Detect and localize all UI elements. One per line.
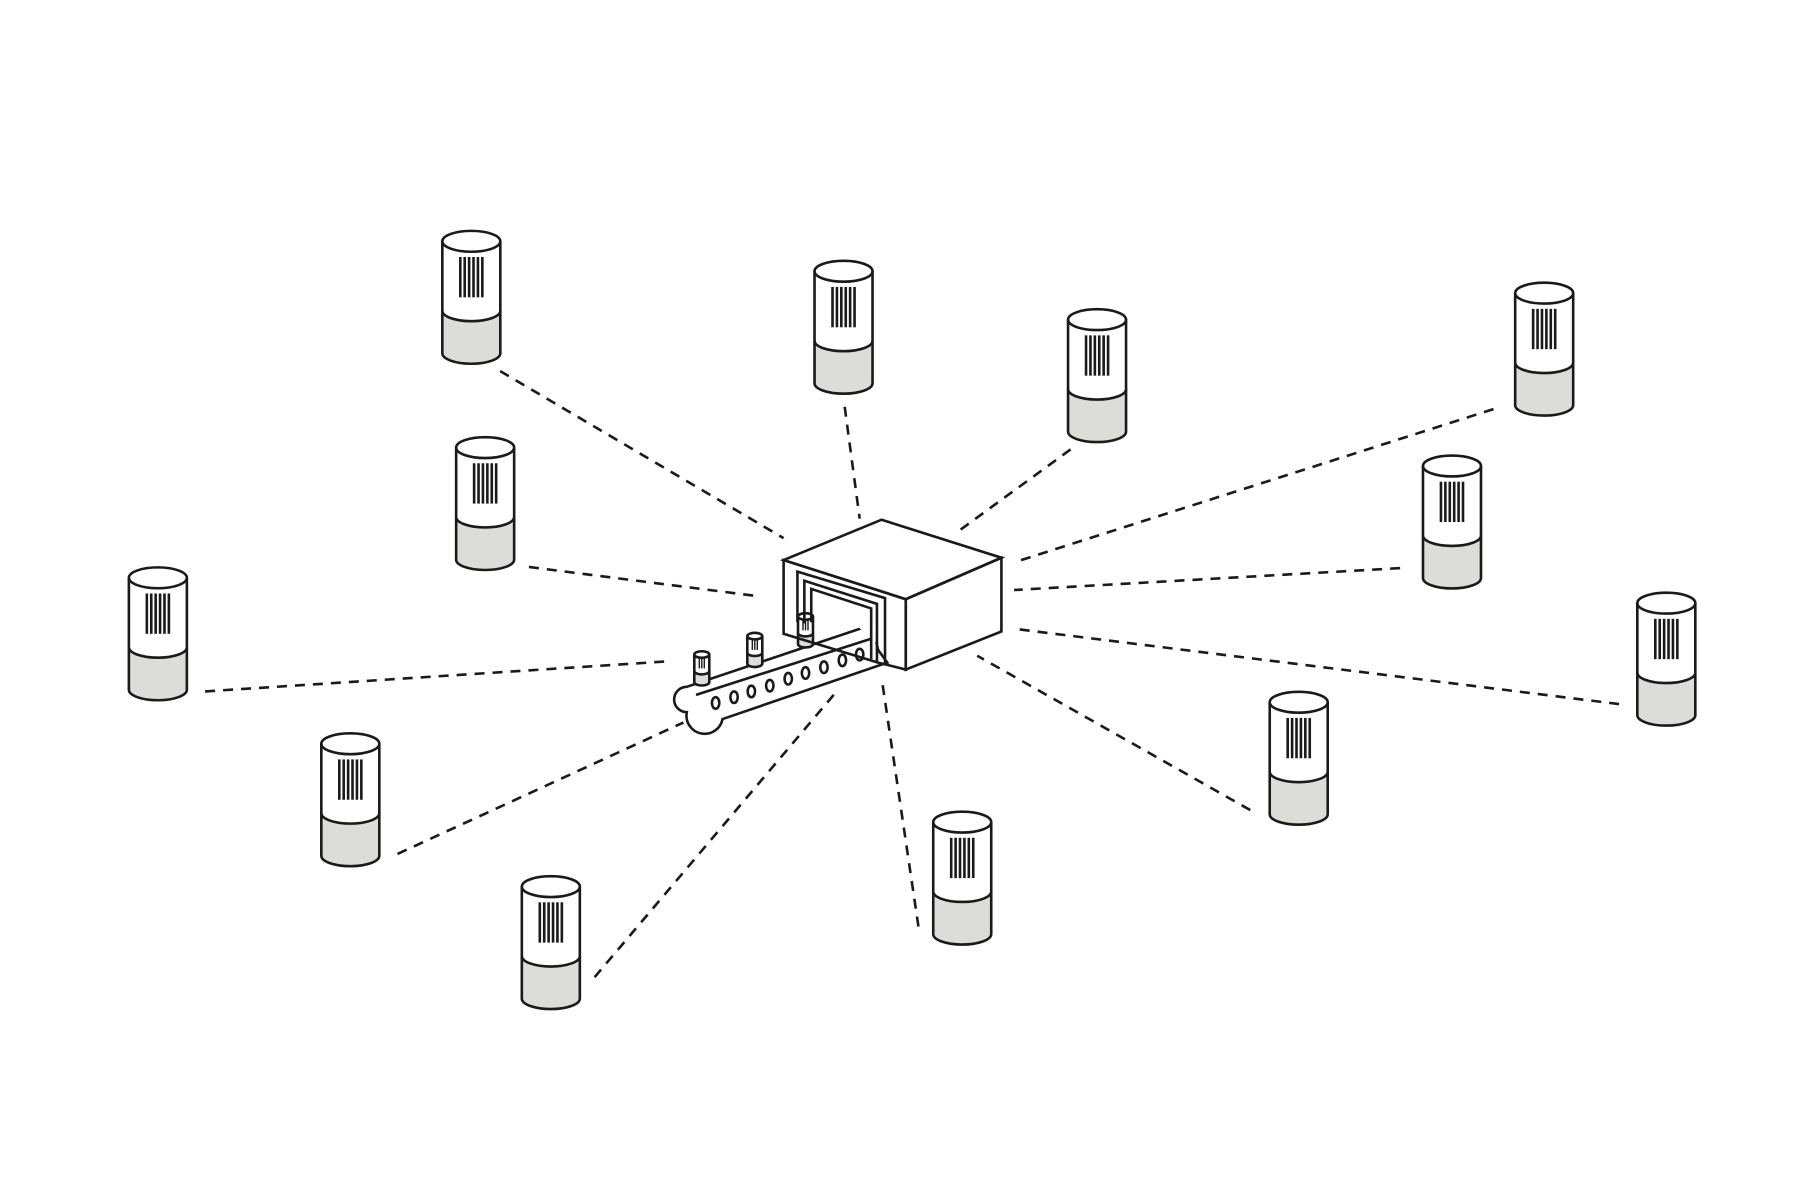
- container-node-7: [127, 566, 189, 702]
- roller-6: [800, 665, 811, 681]
- conveyor-item-2: [746, 631, 764, 669]
- roller-3: [746, 684, 757, 699]
- barcode-icon: [458, 256, 484, 298]
- container-node-1: [441, 229, 502, 366]
- roller-2: [729, 690, 740, 705]
- barcode-icon: [1286, 717, 1312, 759]
- connector-line-1: [499, 369, 785, 540]
- barcode-icon: [949, 837, 975, 879]
- connector-line-6: [1014, 566, 1401, 592]
- connector-line-3: [959, 448, 1072, 532]
- barcode-icon: [1084, 335, 1110, 376]
- roller-4: [764, 678, 775, 693]
- barcode-icon: [1439, 481, 1465, 523]
- container-node-11: [931, 810, 993, 946]
- barcode-icon: [145, 593, 171, 634]
- connector-line-7: [205, 660, 667, 693]
- container-node-2: [813, 259, 874, 395]
- barcode-icon: [538, 902, 564, 943]
- roller-5: [783, 671, 794, 686]
- container-node-10: [320, 732, 381, 868]
- connector-lines: [205, 369, 1620, 979]
- roller-7: [818, 660, 829, 675]
- connector-line-11: [880, 677, 920, 927]
- container-node-4: [1513, 281, 1575, 417]
- barcode-icon: [831, 286, 856, 328]
- connector-line-8: [1017, 627, 1620, 706]
- barcode-icon: [1531, 308, 1557, 350]
- conveyor-belt-icon: [672, 611, 890, 736]
- roller-1: [710, 695, 721, 711]
- conveyor-item-1: [693, 649, 711, 687]
- container-nodes: [127, 229, 1697, 1011]
- container-node-9: [1268, 690, 1330, 826]
- roller-8: [837, 653, 848, 668]
- container-node-5: [454, 435, 516, 572]
- connector-line-12: [593, 690, 838, 979]
- container-node-12: [520, 874, 582, 1011]
- connector-line-9: [976, 654, 1251, 812]
- connector-line-4: [1013, 407, 1494, 564]
- factory-building-icon: [779, 518, 1006, 672]
- container-node-3: [1066, 307, 1128, 444]
- connector-line-5: [528, 565, 755, 598]
- barcode-icon: [1654, 618, 1679, 660]
- barcode-icon: [472, 463, 498, 504]
- factory-hub: [672, 518, 1006, 736]
- container-node-6: [1421, 454, 1483, 590]
- barcode-icon: [337, 759, 363, 800]
- connector-line-10: [397, 721, 684, 856]
- connector-line-2: [843, 406, 861, 519]
- container-node-8: [1636, 591, 1697, 727]
